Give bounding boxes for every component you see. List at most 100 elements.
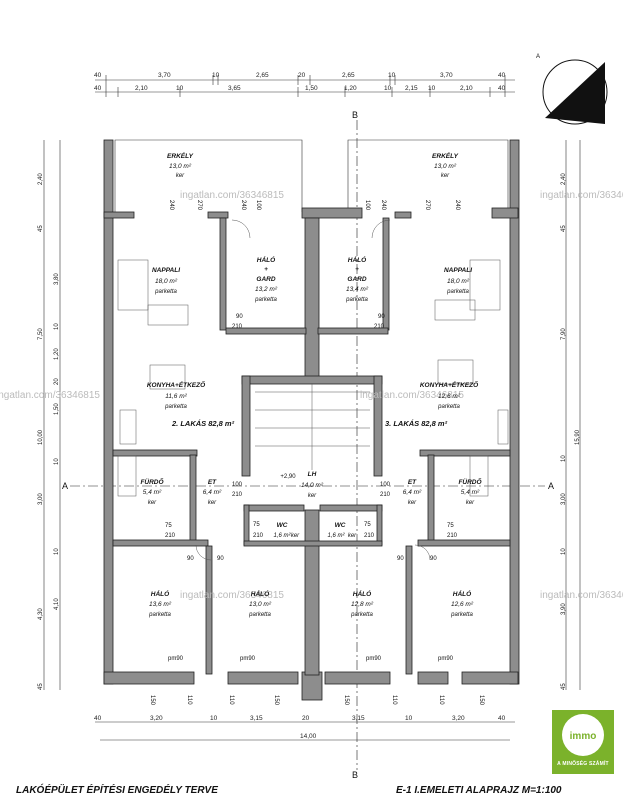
drawing-sheet-title: E-1 I.EMELETI ALAPRAJZ M=1:100	[396, 785, 562, 796]
opening-dim: 110	[438, 695, 444, 705]
room-area: 13,0 m²	[434, 163, 457, 170]
dim-top-5: 20	[298, 72, 306, 79]
dim-bottom-9: 40	[498, 715, 506, 722]
opening-dim: 150	[343, 695, 349, 706]
dim-top2-1: 40	[94, 85, 102, 92]
dim-left-10: 10	[54, 458, 60, 465]
door-dim: 210	[232, 492, 243, 498]
dim-right-8: 3,90	[561, 603, 567, 615]
dim-top-9: 40	[498, 72, 506, 79]
opening-dim: 110	[228, 695, 234, 705]
door-dim: 240	[380, 200, 386, 211]
room-area: 14,0 m²	[301, 482, 324, 489]
dim-bottom-7: 10	[405, 715, 413, 722]
room-name: HÁLÓ	[453, 589, 471, 598]
dim-top2-9: 10	[428, 85, 436, 92]
door-dim: 90	[430, 556, 437, 562]
dim-right-1: 2,40	[561, 173, 567, 185]
dim-top-2: 3,70	[158, 72, 171, 79]
dim-right-4: 15,90	[575, 429, 581, 445]
room-area: 18,0 m²	[447, 278, 470, 285]
room-name-gard: GARD	[256, 276, 275, 283]
dim-left-13: 4,30	[38, 608, 44, 620]
dim-top2-3: 10	[176, 85, 184, 92]
room-name: HÁLÓ	[251, 589, 269, 598]
dim-bottom-3: 10	[210, 715, 218, 722]
room-area: 5,4 m²	[461, 489, 480, 496]
room-floor: parketta	[164, 404, 187, 410]
dim-top-3: 10	[212, 72, 220, 79]
room-floor: ker	[441, 173, 450, 179]
dim-top2-11: 40	[498, 85, 506, 92]
door-dim: 210	[447, 533, 458, 539]
door-dim: 210	[232, 324, 243, 330]
room-area: 13,0 m²	[249, 601, 272, 608]
room-name: LH	[308, 471, 317, 478]
door-dim: 100	[364, 200, 370, 211]
dim-left-9: 10,00	[38, 429, 44, 445]
room-name: FÜRDŐ	[140, 477, 163, 486]
room-name: NAPPALI	[444, 267, 472, 274]
dim-top2-6: 1,20	[344, 85, 357, 92]
room-name: HÁLÓ	[353, 589, 371, 598]
watermark-4: ingatlan.com/36346815	[360, 390, 464, 401]
door-dim: 240	[168, 200, 174, 211]
apartment-label-3: 3. LAKÁS 82,8 m²	[385, 419, 448, 428]
dim-top-1: 40	[94, 72, 102, 79]
logo-name: immo	[569, 731, 597, 742]
watermark-3: ingatlan.com/36346815	[0, 390, 100, 401]
room-name: KONYHA+ÉTKEZŐ	[420, 380, 478, 389]
room-name: KONYHA+ÉTKEZŐ	[147, 380, 205, 389]
bottom-dimensions: 150 110 110 150 150 110 110 150 40 3,20 …	[94, 695, 515, 741]
door-dim: pm90	[240, 656, 256, 662]
axis-label-right: A	[548, 481, 554, 491]
svg-text:A: A	[536, 54, 540, 60]
room-name: FÜRDŐ	[458, 477, 481, 486]
opening-dim: 110	[391, 695, 397, 705]
door-dim: 75	[364, 522, 371, 528]
room-floor: parketta	[254, 297, 277, 303]
level-mark: +2,90	[280, 474, 296, 480]
section-label-bottom: B	[352, 770, 358, 780]
dim-right-2: 45	[561, 225, 567, 232]
room-area: 1,6 m²	[273, 533, 291, 539]
room-floor: parketta	[350, 612, 373, 618]
room-floor: ker	[466, 500, 475, 506]
room-floor: ker	[208, 500, 217, 506]
dim-left-7: 20	[54, 378, 60, 385]
room-name-plus: +	[355, 266, 359, 273]
room-name: WC	[335, 522, 346, 529]
top-dimensions: 40 3,70 10 2,65 20 2,65 10 3,70 40 40 2,…	[94, 72, 515, 97]
dim-left-1: 2,40	[38, 173, 44, 185]
door-dim: 90	[378, 314, 385, 320]
dim-right-5: 10	[561, 455, 567, 462]
dim-top-8: 3,70	[440, 72, 453, 79]
room-area: 12,6 m²	[438, 393, 461, 400]
room-area: 13,0 m²	[169, 163, 192, 170]
room-floor: parketta	[148, 612, 171, 618]
door-dim: 100	[255, 200, 261, 211]
room-name: HÁLÓ	[257, 255, 275, 264]
watermarks: ingatlan.com/36346815 ingatlan.com/36346…	[0, 190, 623, 601]
room-area: 12,8 m²	[351, 601, 374, 608]
room-floor: parketta	[437, 404, 460, 410]
watermark-1: ingatlan.com/36346815	[180, 190, 284, 201]
room-floor: ker	[348, 533, 357, 539]
dim-bottom-total: 14,00	[300, 733, 317, 740]
room-floor: ker	[291, 533, 300, 539]
dim-top2-4: 3,65	[228, 85, 241, 92]
room-floor: parketta	[345, 297, 368, 303]
door-dim: pm90	[168, 656, 184, 662]
apartment-label-2: 2. LAKÁS 82,8 m²	[171, 419, 235, 428]
room-name: WC	[277, 522, 288, 529]
axis-label-left: A	[62, 481, 68, 491]
room-name: ET	[208, 479, 217, 486]
room-floor: parketta	[450, 612, 473, 618]
walls	[103, 139, 520, 701]
door-dim: pm90	[366, 656, 382, 662]
door-dim: 75	[447, 523, 454, 529]
cross-axis-a: A A	[62, 481, 554, 491]
room-labels: ERKÉLY 13,0 m² ker ERKÉLY 13,0 m² ker NA…	[140, 151, 481, 618]
dim-top2-2: 2,10	[135, 85, 148, 92]
